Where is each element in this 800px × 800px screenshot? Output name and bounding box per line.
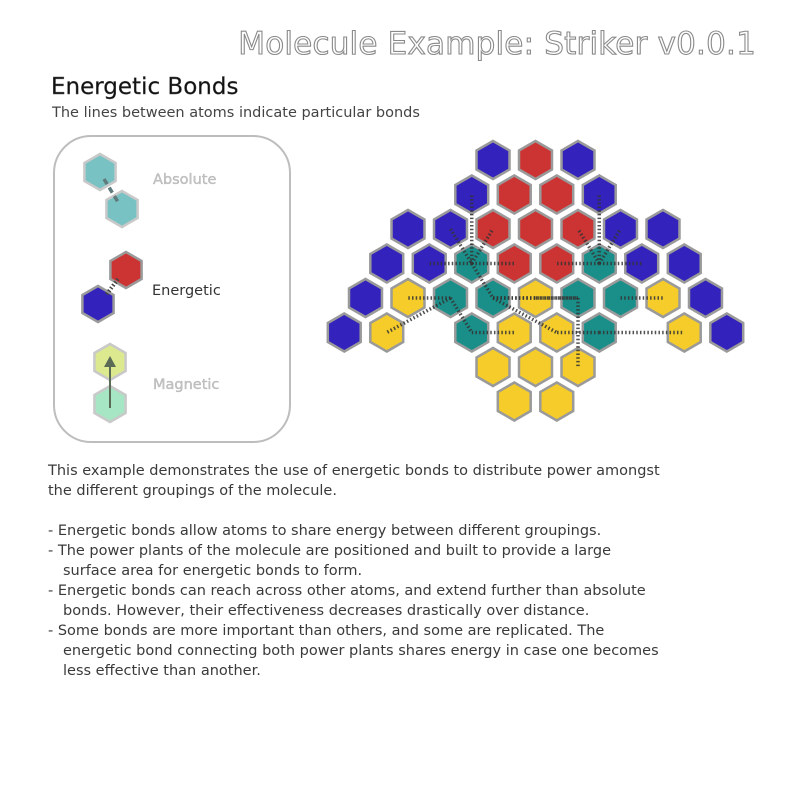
atom-blue [602, 208, 639, 250]
atom-yellow [539, 381, 575, 422]
description-bullet-line: - Energetic bonds allow atoms to share e… [48, 523, 602, 539]
description-bullet-line: surface area for energetic bonds to form… [63, 563, 363, 579]
atom-yellow [369, 312, 405, 353]
legend-magnetic-label: Magnetic [153, 377, 220, 393]
energetic-bond [597, 228, 622, 265]
legend-absolute-atom-bottom [105, 189, 139, 229]
atoms-layer [326, 139, 745, 422]
bonds-layer [385, 194, 685, 367]
description: This example demonstrates the use of ene… [48, 461, 748, 681]
atom-yellow [475, 346, 511, 388]
atom-blue [687, 277, 724, 319]
atom-yellow [645, 277, 681, 319]
atom-blue [709, 312, 745, 353]
atom-yellow [496, 312, 532, 353]
atom-blue [624, 243, 660, 284]
legend-absolute-atom-top [83, 152, 117, 192]
molecule-diagram [326, 139, 745, 422]
description-bullet-line: - Energetic bonds can reach across other… [48, 583, 646, 599]
atom-red [496, 243, 532, 284]
legend-magnetic-atoms [93, 342, 127, 424]
section-subheading: The lines between atoms indicate particu… [52, 105, 420, 121]
atom-red [517, 208, 554, 250]
description-bullet-line: energetic bond connecting both power pla… [63, 643, 659, 659]
legend-energetic-atom-blue [81, 284, 115, 324]
atom-yellow [539, 312, 575, 353]
legend-energetic-label: Energetic [152, 283, 221, 299]
atom-yellow [666, 312, 702, 353]
atom-blue [454, 174, 490, 215]
atom-red [539, 243, 575, 284]
description-intro-line-2: the different groupings of the molecule. [48, 483, 337, 499]
atom-blue [390, 208, 426, 250]
atom-red [517, 139, 554, 181]
atom-yellow [496, 381, 532, 422]
description-bullet: - The power plants of the molecule are p… [48, 541, 748, 581]
energetic-bond [492, 296, 558, 335]
atom-blue [347, 277, 384, 319]
legend-energetic-atom-red [109, 250, 143, 290]
atom-blue [666, 243, 702, 284]
atom-blue [411, 243, 447, 284]
atom-yellow [517, 346, 554, 388]
legend-magnetic-arrowhead [104, 356, 116, 367]
atom-blue [326, 312, 362, 353]
energetic-bond [385, 296, 452, 335]
legend-absolute-bond [102, 178, 120, 203]
page-title: Molecule Example: Striker v0.0.1 [238, 25, 757, 62]
legend-absolute-atoms [83, 152, 139, 229]
description-bullets: - Energetic bonds allow atoms to share e… [48, 521, 748, 681]
description-bullet-line: bonds. However, their effectiveness decr… [63, 603, 590, 619]
atom-blue [560, 139, 596, 181]
description-intro-line-1: This example demonstrates the use of ene… [48, 463, 660, 479]
energetic-bond [470, 262, 495, 299]
atom-yellow [517, 277, 554, 319]
legend-absolute-label: Absolute [153, 172, 217, 188]
legend-graphics [81, 152, 143, 424]
atom-blue [581, 174, 617, 215]
atom-red [560, 208, 596, 250]
atom-red [539, 174, 575, 215]
energetic-bond [470, 228, 495, 265]
description-bullet: - Energetic bonds allow atoms to share e… [48, 521, 748, 541]
energetic-bond [449, 297, 474, 334]
atom-red [496, 174, 532, 215]
description-bullet-line: - The power plants of the molecule are p… [48, 543, 611, 559]
atom-red [475, 208, 511, 250]
atom-blue [369, 243, 405, 284]
atom-blue [475, 139, 511, 181]
atom-yellow [390, 277, 426, 319]
atom-yellow [560, 346, 596, 388]
section-heading: Energetic Bonds [51, 74, 239, 100]
energetic-bond [449, 228, 474, 265]
description-bullet-line: less effective than another. [63, 663, 261, 679]
legend-energetic-atoms [81, 250, 143, 324]
energetic-bond [576, 228, 601, 265]
description-bullet: - Some bonds are more important than oth… [48, 621, 748, 681]
description-bullet: - Energetic bonds can reach across other… [48, 581, 748, 621]
description-bullet-line: - Some bonds are more important than oth… [48, 623, 605, 639]
atom-blue [645, 208, 681, 250]
